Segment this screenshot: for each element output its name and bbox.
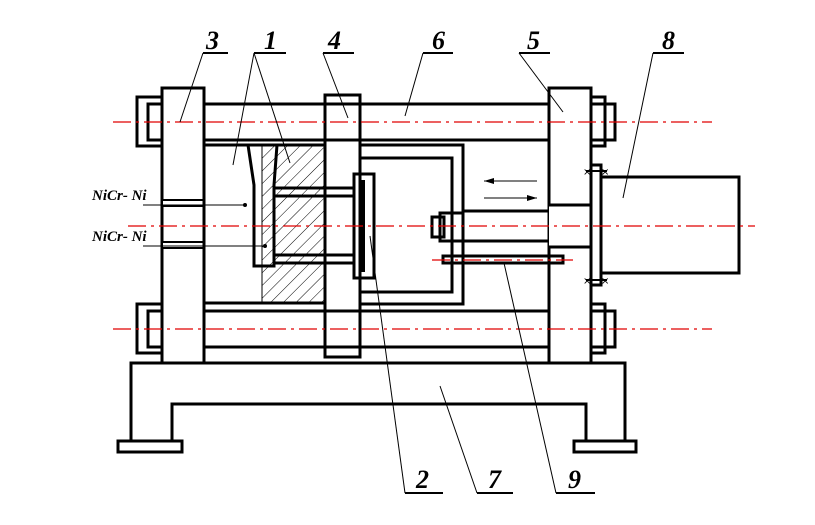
callout-2: 2 [415, 465, 429, 494]
callout-9: 9 [568, 465, 581, 494]
thermocouple-labels: NiCr- Ni NiCr- Ni [91, 188, 147, 245]
flange-bolts: × × × × [583, 167, 609, 287]
thermocouple-label-1: NiCr- Ni [91, 188, 147, 204]
svg-text:×: × [583, 167, 591, 178]
callout-labels: 3 1 4 6 5 8 2 7 9 [205, 26, 675, 494]
base-frame [116, 361, 638, 454]
nuts-left [135, 95, 164, 355]
foot-left [116, 439, 184, 454]
callout-7: 7 [488, 465, 502, 494]
hydraulic-cylinder [599, 175, 741, 275]
mould-halves [202, 143, 356, 305]
svg-text:×: × [601, 276, 609, 287]
centre-lines [113, 121, 755, 330]
svg-text:×: × [601, 167, 609, 178]
foot-right [572, 439, 638, 454]
thermocouple-holes [161, 199, 205, 249]
svg-text:×: × [583, 276, 591, 287]
motion-arrows [484, 178, 537, 201]
callout-1: 1 [264, 26, 277, 55]
leader-lines [179, 52, 684, 494]
sprue-cavity [246, 143, 279, 268]
callout-6: 6 [432, 26, 445, 55]
thermocouple-label-2: NiCr- Ni [91, 229, 147, 245]
callout-3: 3 [205, 26, 219, 55]
callout-8: 8 [662, 26, 675, 55]
ejector-housing [358, 143, 465, 306]
callout-5: 5 [527, 26, 540, 55]
callout-4: 4 [327, 26, 341, 55]
thermocouple-leads [143, 203, 267, 248]
